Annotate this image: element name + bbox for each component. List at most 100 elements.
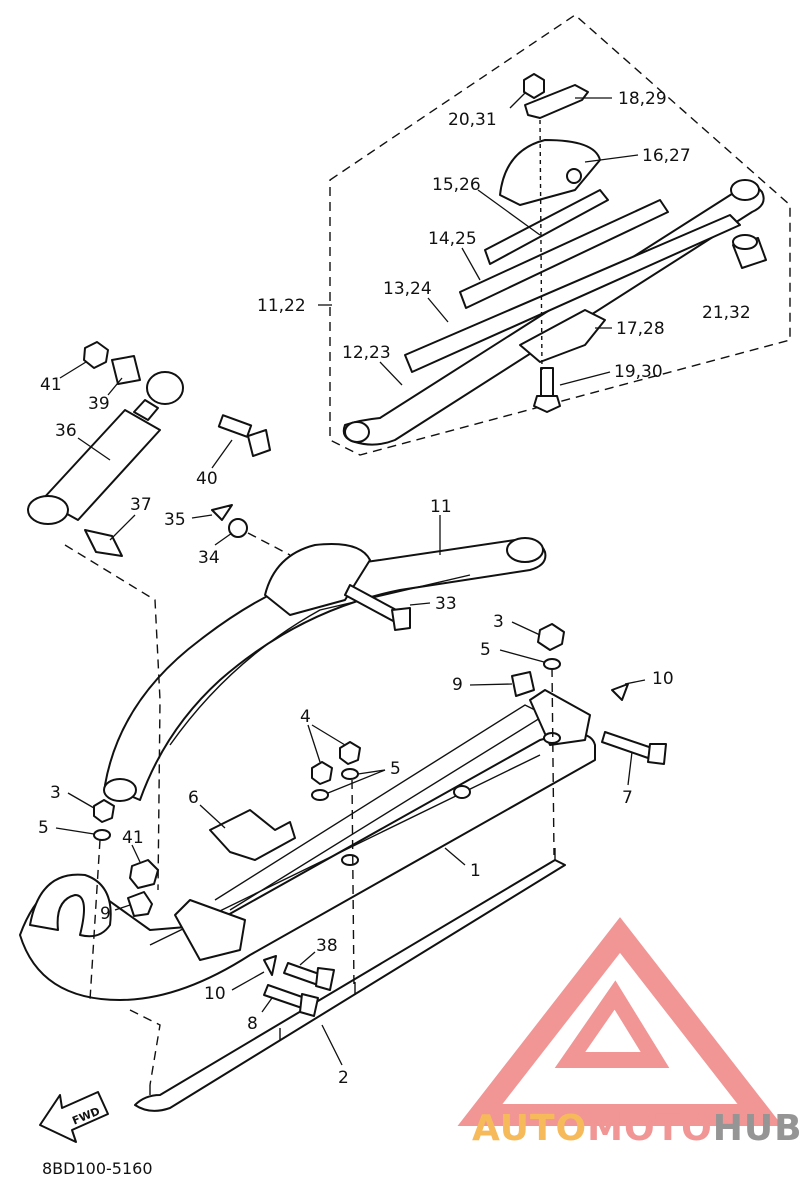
callout-4: 4 xyxy=(300,707,311,727)
callout-7: 7 xyxy=(622,788,633,808)
lead-7 xyxy=(627,751,633,786)
bolt-38-head xyxy=(315,967,335,991)
ski-group xyxy=(19,689,596,1001)
callout-19-30: 19,30 xyxy=(614,362,663,382)
washer-34-part xyxy=(228,518,248,538)
front-bracket-part xyxy=(174,899,246,961)
spring-detail-boundary xyxy=(329,14,791,456)
washer-5-upper xyxy=(543,658,561,670)
nut-9-lower xyxy=(127,891,153,917)
spring-front-eye xyxy=(103,778,137,802)
lead-5c xyxy=(55,827,95,835)
callout-38: 38 xyxy=(316,936,338,956)
lead-5b2 xyxy=(327,769,386,794)
callout-37: 37 xyxy=(130,495,152,515)
assembled-spring-leaf xyxy=(169,574,471,746)
collar-39-part xyxy=(111,355,141,385)
bolt-33-head xyxy=(391,607,411,631)
lead-39 xyxy=(107,377,123,396)
lead-41b xyxy=(131,844,141,863)
lead-40 xyxy=(211,439,233,469)
bolt-7-head xyxy=(647,743,667,765)
nut-41-lower xyxy=(129,859,159,889)
lead-16-27 xyxy=(584,154,639,163)
spring-seat-bracket xyxy=(499,139,601,206)
callout-2: 2 xyxy=(338,1068,349,1088)
logo-inner-mark-icon xyxy=(554,980,670,1068)
callout-5-lower: 5 xyxy=(38,818,49,838)
lead-5a xyxy=(499,649,545,663)
lead-12-23 xyxy=(379,361,403,386)
clamp-plate-part xyxy=(524,84,589,119)
pin-10-lower xyxy=(263,955,277,976)
washer-5-low xyxy=(341,854,359,866)
lead-9b xyxy=(114,904,131,911)
lead-10a xyxy=(624,679,646,685)
bolt-axis-a xyxy=(351,779,355,991)
washer-5-right xyxy=(543,732,561,744)
pin-10-upper xyxy=(611,683,629,701)
callout-11-22: 11,22 xyxy=(257,296,306,316)
callout-9-lower: 9 xyxy=(100,904,111,924)
bolt-8-part xyxy=(263,984,306,1009)
runner-front-axis xyxy=(129,1009,161,1086)
lead-41a xyxy=(59,361,87,379)
cotter-pin-35 xyxy=(211,504,233,521)
fwd-arrow: FWD xyxy=(39,1091,109,1143)
callout-10-lower: 10 xyxy=(204,984,226,1004)
bolt-19-part xyxy=(540,367,554,397)
callout-11: 11 xyxy=(430,497,452,517)
lead-3a xyxy=(511,621,541,636)
watermark-hub: HUB xyxy=(713,1108,800,1149)
callout-5-mid: 5 xyxy=(390,759,401,779)
callout-18-29: 18,29 xyxy=(618,89,667,109)
watermark-moto: MOTO xyxy=(587,1108,713,1149)
leaf-eye-front xyxy=(344,421,370,443)
logo-triangle-icon xyxy=(457,917,783,1126)
callout-35: 35 xyxy=(164,510,186,530)
callout-15-26: 15,26 xyxy=(432,175,481,195)
leaf-eye-rear xyxy=(730,179,760,201)
diagram-code: 8BD100-5160 xyxy=(42,1159,153,1178)
shock-upper-eye xyxy=(146,371,184,405)
callout-8: 8 xyxy=(247,1014,258,1034)
callout-16-27: 16,27 xyxy=(642,146,691,166)
lead-14-25 xyxy=(461,247,481,281)
spring-rear-eye xyxy=(506,537,544,563)
nut-3-upper xyxy=(537,623,565,651)
nut-41-part xyxy=(83,341,109,369)
callout-10-upper: 10 xyxy=(652,669,674,689)
lead-10b xyxy=(231,971,265,991)
bolt-8-head xyxy=(299,993,319,1017)
plate-6-part xyxy=(209,809,296,861)
ski-tip-loop xyxy=(29,873,112,938)
callout-41-lower: 41 xyxy=(122,828,144,848)
leader-lines xyxy=(55,91,646,1066)
bolt-7-part xyxy=(601,731,653,759)
callout-17-28: 17,28 xyxy=(616,319,665,339)
lead-33 xyxy=(409,602,431,606)
lead-34 xyxy=(214,532,233,546)
ski-plug xyxy=(453,785,471,799)
washer-5-mid-a xyxy=(311,789,329,801)
shock-lower-eye xyxy=(27,495,69,525)
callout-39: 39 xyxy=(88,394,110,414)
nut-3-lower xyxy=(93,799,115,823)
shock-to-ski-line xyxy=(64,544,161,891)
assembly-lines xyxy=(64,532,555,1086)
watermark-auto: AUTO xyxy=(472,1108,587,1149)
lead-2 xyxy=(321,1024,343,1066)
bracket-pin xyxy=(566,168,582,184)
lead-4a xyxy=(307,724,321,763)
lead-8 xyxy=(261,997,273,1013)
hardware-group xyxy=(93,623,667,1017)
callout-3-lower: 3 xyxy=(50,783,61,803)
bolt-axis-c xyxy=(89,839,101,1001)
nut-4a xyxy=(311,761,333,785)
callout-33: 33 xyxy=(435,594,457,614)
runner-part xyxy=(134,859,566,1112)
lead-3b xyxy=(67,792,95,809)
lead-20-31 xyxy=(509,91,527,109)
fwd-arrow-icon xyxy=(39,1091,109,1143)
lead-9a xyxy=(469,683,513,686)
